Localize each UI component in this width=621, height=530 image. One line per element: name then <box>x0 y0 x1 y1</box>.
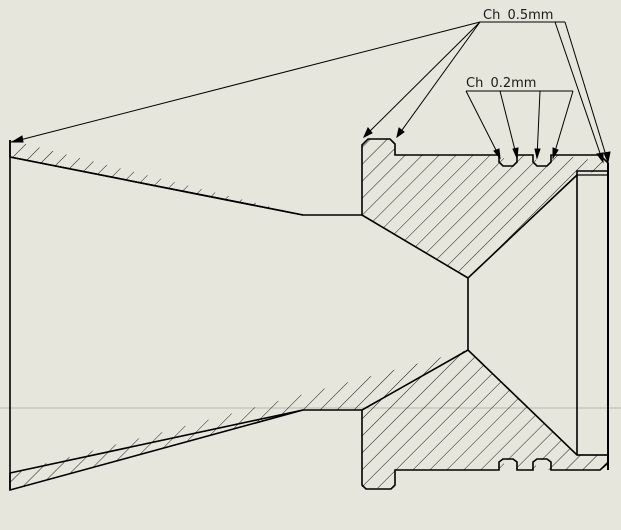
chamfer-large-leaders <box>10 21 611 164</box>
chamfer-large-label: Ch 0.5mm <box>483 8 553 23</box>
lower-bore-line <box>9 409 304 474</box>
lower-wall-outline <box>9 349 609 492</box>
lower-wall-section <box>10 350 608 490</box>
chamfer-large-value: 0.5mm <box>507 8 553 23</box>
chamfer-large-prefix: Ch <box>483 8 500 23</box>
chamfer-small-value: 0.2mm <box>490 76 536 91</box>
upper-wall-section <box>10 139 608 278</box>
chamfer-small-leaders <box>465 90 574 160</box>
chamfer-small-label: Ch 0.2mm <box>466 76 536 91</box>
upper-bore-line <box>9 156 304 216</box>
chamfer-small-prefix: Ch <box>466 76 483 91</box>
